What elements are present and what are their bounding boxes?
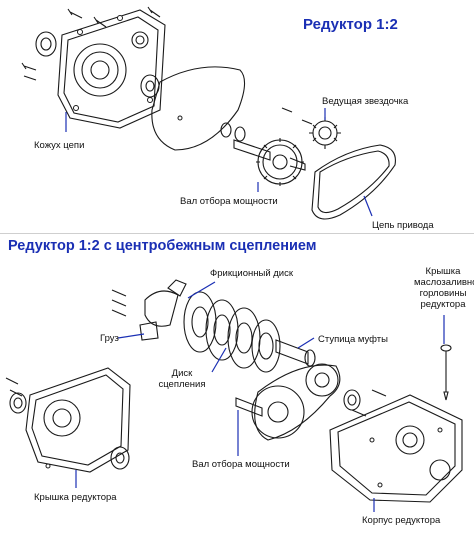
clutch-hub: [275, 339, 316, 367]
oil-filler-cap-dipstick: [440, 344, 452, 401]
drive-chain: [311, 144, 396, 220]
bottom-section-title: Редуктор 1:2 с центробежным сцеплением: [8, 238, 317, 254]
label-drive-chain: Цепь привода: [372, 220, 434, 231]
section-divider: [0, 233, 474, 234]
label-chain-guard: Кожух цепи: [34, 140, 85, 151]
label-drive-sprocket: Ведущая звездочка: [322, 96, 409, 107]
pto-shaft-sprocket: [233, 138, 306, 186]
gasket: [151, 66, 246, 151]
label-oil-filler-cap: Крышка маслозаливной горловины редуктора: [414, 266, 474, 310]
lower-sprockets-chain: [235, 363, 361, 441]
label-pto-shaft-top: Вал отбора мощности: [180, 196, 278, 207]
clutch-weights-assembly: [111, 279, 187, 341]
gearbox-housing: [329, 389, 463, 503]
label-clutch-hub: Ступица муфты: [318, 334, 388, 345]
drive-sprocket-assembly: [220, 107, 341, 149]
gearbox-cover: [5, 367, 131, 473]
label-clutch-disc: Диск сцепления: [158, 368, 206, 390]
label-friction-disc: Фрикционный диск: [210, 268, 294, 279]
friction-discs: [183, 291, 281, 373]
top-section-title: Редуктор 1:2: [303, 16, 398, 33]
label-gearbox-housing: Корпус редуктора: [362, 515, 441, 526]
leader-lines: [65, 108, 445, 512]
label-gearbox-cover: Крышка редуктора: [34, 492, 117, 503]
chain-guard-housing: [21, 6, 166, 129]
label-pto-shaft-bottom: Вал отбора мощности: [192, 459, 290, 470]
label-weight: Груз: [100, 333, 119, 344]
